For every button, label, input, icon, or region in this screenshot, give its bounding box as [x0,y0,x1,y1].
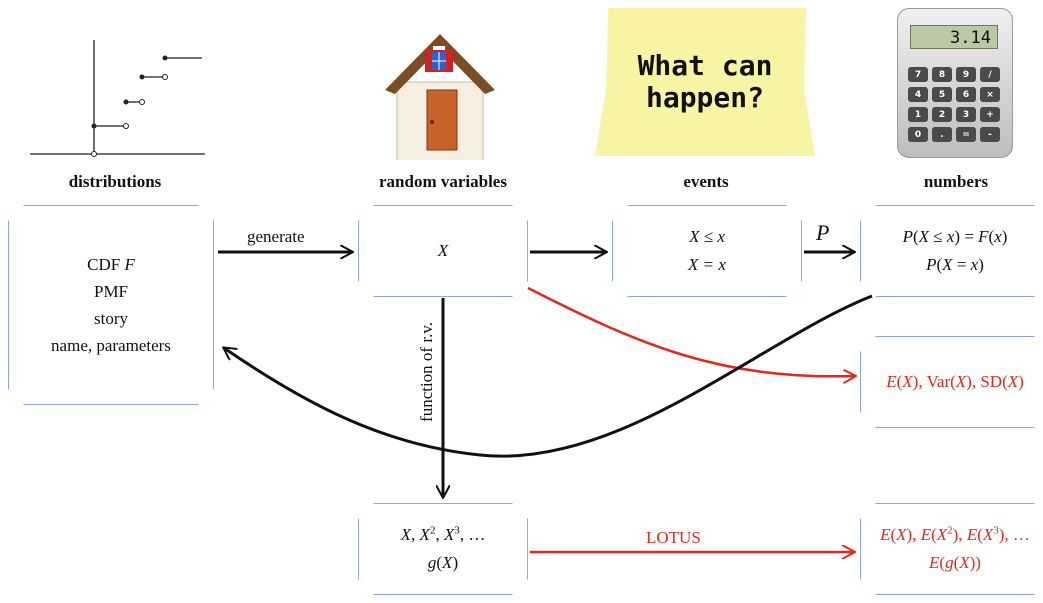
heading-numbers: numbers [923,172,989,191]
calculator-key: 5 [932,87,952,102]
pmf-label: PMF [93,281,129,301]
lotus-moments-label: E(X), E(X2), E(X3), … [880,524,1030,544]
heading-distributions: distributions [68,172,162,191]
probability-edge-label: P [816,220,830,245]
sticky-note: What can happen? [595,8,815,156]
random-variable-label: X [437,240,449,260]
calculator-key: / [980,67,1000,82]
powers-label: X, X2, X3, … [400,524,486,544]
calculator-key: + [980,107,1000,122]
probabilities-box: P(X ≤ x) = F(x) P(X = x) [860,205,1043,297]
house-icon [385,34,495,160]
event-eq-label: X = x [688,255,726,274]
calculator-key: 7 [908,67,928,82]
moments-box: E(X), Var(X), SD(X) [860,336,1043,428]
random-variable-box: X [358,205,528,297]
e-g-of-x-label: E(g(X)) [929,553,981,572]
calculator-key: 8 [932,67,952,82]
g-of-x-label: g(X) [427,553,459,572]
functions-box: X, X2, X3, … g(X) [358,503,528,595]
step-function-icon [30,40,205,157]
sticky-note-line1: What can [637,48,773,82]
story-label: story [94,309,128,328]
calculator-key: 2 [932,107,952,122]
prob-eq-label: P(X = x) [926,255,984,274]
events-box: X ≤ x X = x [612,205,802,297]
name-parameters-label: name, parameters [51,336,171,356]
calculator-display: 3.14 [910,25,998,49]
calculator-key: 4 [908,87,928,102]
heading-events: events [683,172,729,191]
numbers-to-distributions-arrow [224,294,873,458]
lotus-results-box: E(X), E(X2), E(X3), … E(g(X)) [860,503,1043,595]
calculator-key: 6 [956,87,976,102]
distributions-box: CDF F PMF story name, parameters [8,205,214,405]
calculator-key: 0 [908,127,928,142]
calculator-key: = [956,127,976,142]
generate-label: generate [247,227,305,246]
rv-to-moments-arrow [527,286,855,376]
prob-leq-label: P(X ≤ x) = F(x) [902,226,1008,246]
heading-random-variables: random variables [379,172,507,191]
calculator-key: - [980,127,1000,142]
event-leq-label: X ≤ x [689,226,725,246]
calculator-key: . [932,127,952,142]
calculator-key: 9 [956,67,976,82]
function-of-rv-label: function of r.v. [417,322,436,422]
calculator-key: × [980,87,1000,102]
lotus-label: LOTUS [646,528,701,547]
sticky-note-line2: happen? [645,81,764,114]
cdf-label: CDF F [87,254,135,274]
calculator-key: 1 [908,107,928,122]
moments-label: E(X), Var(X), SD(X) [886,371,1024,391]
calculator-key: 3 [956,107,976,122]
